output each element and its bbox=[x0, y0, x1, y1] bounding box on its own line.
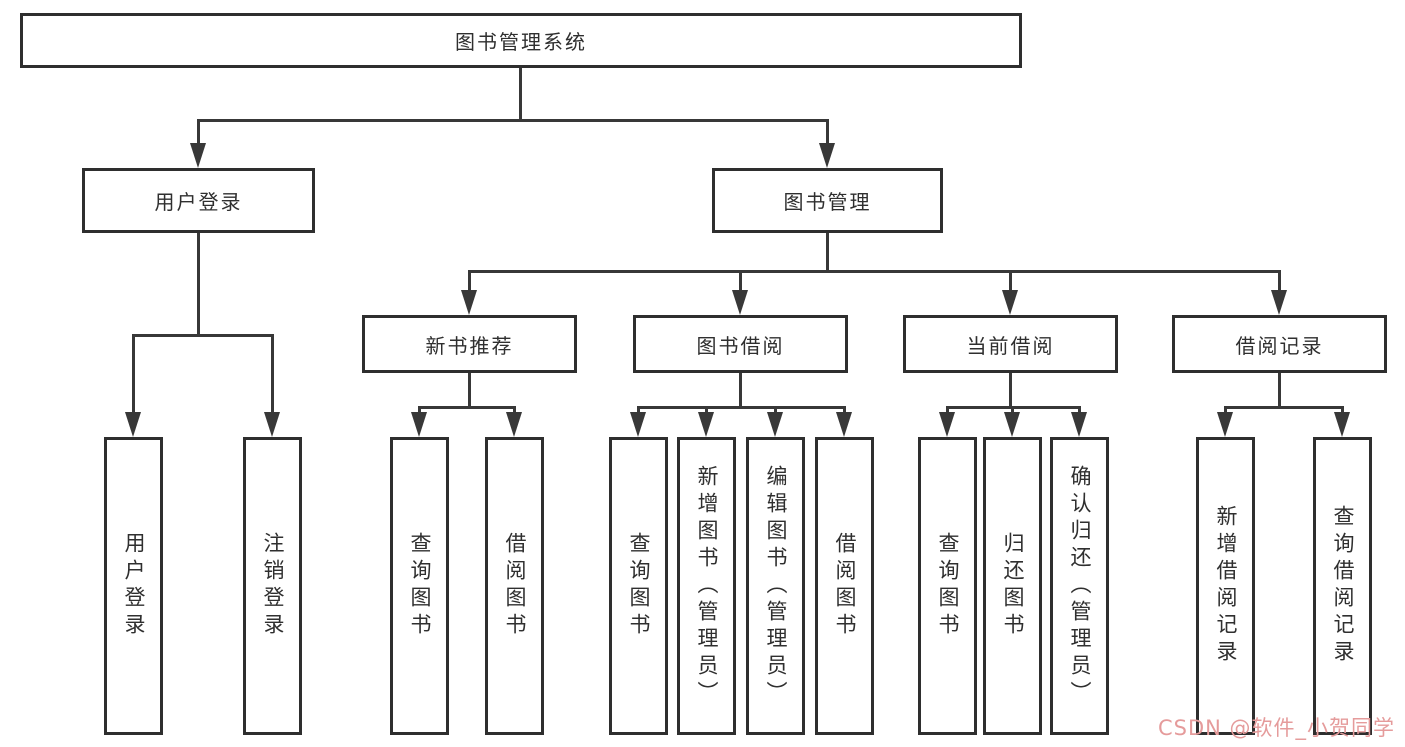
node-borrowing-records: 借阅记录 bbox=[1172, 315, 1387, 373]
edge-current-borrow-stem bbox=[1009, 373, 1012, 408]
edge-drop-user-login bbox=[197, 119, 200, 145]
leaf-add-books-admin: 新增图书（管理员） bbox=[677, 437, 736, 735]
arrow-down-icon bbox=[1071, 412, 1087, 437]
edge-drop-book-borrow bbox=[739, 270, 742, 291]
leaf-label: 借阅图书 bbox=[833, 532, 857, 640]
leaf-label: 查询图书 bbox=[408, 532, 432, 640]
edge-drop-leaf bbox=[418, 406, 421, 414]
edge-drop-new-books bbox=[468, 270, 471, 291]
leaf-query-books-recommend: 查询图书 bbox=[390, 437, 449, 735]
leaf-borrow-books: 借阅图书 bbox=[815, 437, 874, 735]
node-new-book-recommend: 新书推荐 bbox=[362, 315, 577, 373]
leaf-query-borrow-record: 查询借阅记录 bbox=[1313, 437, 1372, 735]
edge-borrow-records-stem bbox=[1278, 373, 1281, 408]
edge-book-borrow-bus bbox=[637, 406, 846, 409]
edge-drop-leaf bbox=[1078, 406, 1081, 414]
node-user-login: 用户登录 bbox=[82, 168, 315, 233]
arrow-down-icon bbox=[461, 290, 477, 315]
edge-root-bus bbox=[197, 119, 829, 122]
edge-book-borrow-stem bbox=[739, 373, 742, 408]
edge-user-login-bus bbox=[132, 334, 274, 337]
leaf-label: 确认归还（管理员） bbox=[1068, 464, 1092, 708]
arrow-down-icon bbox=[630, 412, 646, 437]
leaf-label: 新增借阅记录 bbox=[1214, 505, 1238, 667]
edge-drop-leaf bbox=[946, 406, 949, 414]
arrow-down-icon bbox=[698, 412, 714, 437]
leaf-user-login: 用户登录 bbox=[104, 437, 163, 735]
arrow-down-icon bbox=[1217, 412, 1233, 437]
arrow-down-icon bbox=[264, 412, 280, 437]
csdn-watermark: CSDN @软件_小贺同学 bbox=[1158, 716, 1396, 740]
edge-book-mgmt-stem bbox=[826, 233, 829, 272]
arrow-down-icon bbox=[1334, 412, 1350, 437]
node-label: 图书管理 bbox=[783, 190, 872, 214]
edge-drop-leaf bbox=[1224, 406, 1227, 414]
node-current-borrowing: 当前借阅 bbox=[903, 315, 1118, 373]
leaf-edit-books-admin: 编辑图书（管理员） bbox=[746, 437, 805, 735]
node-label: 图书管理系统 bbox=[455, 30, 587, 54]
arrow-down-icon bbox=[411, 412, 427, 437]
leaf-label: 编辑图书（管理员） bbox=[764, 464, 788, 708]
leaf-borrow-books-recommend: 借阅图书 bbox=[485, 437, 544, 735]
leaf-label: 查询图书 bbox=[936, 532, 960, 640]
leaf-confirm-return-admin: 确认归还（管理员） bbox=[1050, 437, 1109, 735]
edge-drop-login-leaf bbox=[132, 334, 135, 413]
leaf-label: 用户登录 bbox=[122, 532, 146, 640]
leaf-return-books: 归还图书 bbox=[983, 437, 1042, 735]
edge-borrow-records-bus bbox=[1224, 406, 1344, 409]
node-library-system: 图书管理系统 bbox=[20, 13, 1022, 68]
arrow-down-icon bbox=[190, 143, 206, 168]
leaf-label: 注销登录 bbox=[261, 532, 285, 640]
edge-drop-leaf bbox=[843, 406, 846, 414]
leaf-logout: 注销登录 bbox=[243, 437, 302, 735]
edge-new-books-bus bbox=[418, 406, 516, 409]
leaf-query-books-current: 查询图书 bbox=[918, 437, 977, 735]
leaf-add-borrow-record: 新增借阅记录 bbox=[1196, 437, 1255, 735]
node-label: 用户登录 bbox=[154, 190, 243, 214]
arrow-down-icon bbox=[767, 412, 783, 437]
edge-drop-current-borrow bbox=[1009, 270, 1012, 291]
arrow-down-icon bbox=[125, 412, 141, 437]
node-book-borrowing: 图书借阅 bbox=[633, 315, 848, 373]
arrow-down-icon bbox=[836, 412, 852, 437]
edge-drop-leaf bbox=[1341, 406, 1344, 414]
node-label: 当前借阅 bbox=[966, 333, 1055, 358]
node-label: 图书借阅 bbox=[696, 333, 785, 358]
edge-root-stem bbox=[519, 68, 522, 120]
edge-drop-leaf bbox=[513, 406, 516, 414]
edge-drop-leaf bbox=[705, 406, 708, 414]
arrow-down-icon bbox=[506, 412, 522, 437]
node-label: 借阅记录 bbox=[1235, 333, 1324, 358]
arrow-down-icon bbox=[1004, 412, 1020, 437]
node-book-management: 图书管理 bbox=[712, 168, 943, 233]
leaf-label: 查询图书 bbox=[627, 532, 651, 640]
arrow-down-icon bbox=[732, 290, 748, 315]
edge-drop-logout-leaf bbox=[271, 334, 274, 413]
edge-drop-book-mgmt bbox=[826, 119, 829, 145]
edge-user-login-stem bbox=[197, 233, 200, 335]
edge-book-mgmt-bus bbox=[468, 270, 1280, 273]
arrow-down-icon bbox=[1002, 290, 1018, 315]
leaf-label: 借阅图书 bbox=[503, 532, 527, 640]
arrow-down-icon bbox=[1271, 290, 1287, 315]
edge-new-books-stem bbox=[468, 373, 471, 408]
edge-drop-borrow-records bbox=[1278, 270, 1281, 291]
node-label: 新书推荐 bbox=[425, 333, 514, 358]
edge-drop-leaf bbox=[774, 406, 777, 414]
leaf-label: 查询借阅记录 bbox=[1331, 505, 1355, 667]
edge-drop-leaf bbox=[1011, 406, 1014, 414]
leaf-query-books-borrow: 查询图书 bbox=[609, 437, 668, 735]
leaf-label: 归还图书 bbox=[1001, 532, 1025, 640]
arrow-down-icon bbox=[939, 412, 955, 437]
arrow-down-icon bbox=[819, 143, 835, 168]
leaf-label: 新增图书（管理员） bbox=[695, 464, 719, 708]
edge-drop-leaf bbox=[637, 406, 640, 414]
